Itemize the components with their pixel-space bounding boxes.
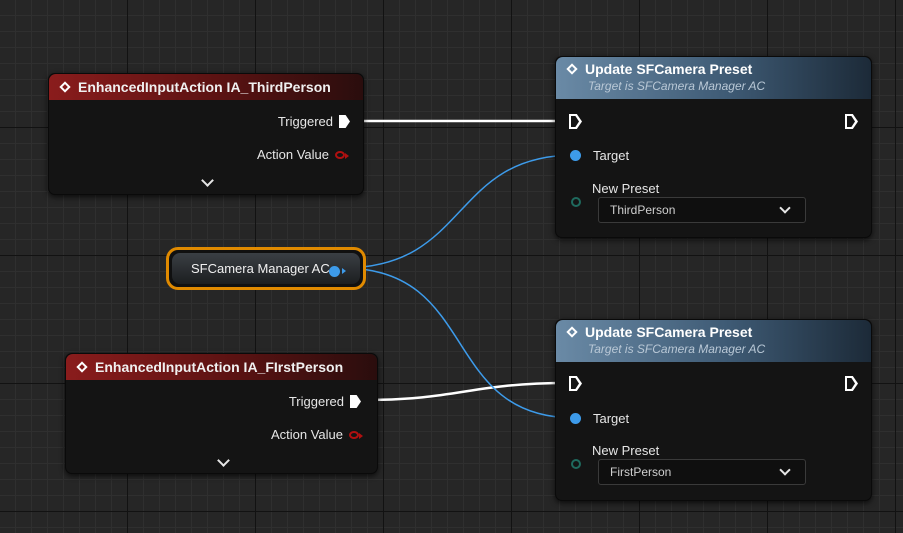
action-value-pin[interactable] xyxy=(335,150,349,159)
function-node-title: Update SFCamera Preset xyxy=(585,324,753,340)
function-node-subtitle: Target is SFCamera Manager AC xyxy=(588,342,766,356)
exec-output-pin[interactable] xyxy=(350,395,361,408)
new-preset-label: New Preset xyxy=(592,181,660,196)
event-node-title: EnhancedInputAction IA_ThirdPerson xyxy=(78,79,331,95)
event-diamond-icon xyxy=(76,361,88,373)
exec-input-pin[interactable] xyxy=(569,376,582,391)
exec-wire-first-person xyxy=(362,381,569,402)
function-node-header[interactable]: Update SFCamera Preset Target is SFCamer… xyxy=(556,320,871,362)
exec-input-pin[interactable] xyxy=(569,114,582,129)
object-output-pin[interactable] xyxy=(329,266,346,277)
chevron-down-icon xyxy=(779,202,791,214)
action-value-pin[interactable] xyxy=(349,430,363,439)
object-wire-target-1 xyxy=(342,154,576,269)
exec-output-pin[interactable] xyxy=(845,376,858,391)
variable-node-sfcamera-manager[interactable]: SFCamera Manager AC xyxy=(166,247,366,290)
triggered-label: Triggered xyxy=(288,394,344,409)
exec-output-pin[interactable] xyxy=(845,114,858,129)
triggered-pin-row[interactable]: Triggered xyxy=(289,394,361,409)
function-diamond-icon xyxy=(566,63,578,75)
chevron-down-icon xyxy=(779,464,791,476)
variable-label: SFCamera Manager AC xyxy=(191,261,330,276)
function-node-subtitle: Target is SFCamera Manager AC xyxy=(588,79,766,93)
event-node-header[interactable]: EnhancedInputAction IA_FIrstPerson xyxy=(66,354,377,380)
action-value-label: Action Value xyxy=(270,427,343,442)
target-pin-row[interactable]: Target xyxy=(570,411,629,426)
event-node-title: EnhancedInputAction IA_FIrstPerson xyxy=(95,359,344,375)
event-node-header[interactable]: EnhancedInputAction IA_ThirdPerson xyxy=(49,74,363,100)
new-preset-dropdown[interactable]: FirstPerson xyxy=(598,459,806,485)
new-preset-dropdown[interactable]: ThirdPerson xyxy=(598,197,806,223)
new-preset-input-pin[interactable] xyxy=(571,197,581,207)
function-node-update-preset-2[interactable]: Update SFCamera Preset Target is SFCamer… xyxy=(555,319,872,501)
triggered-pin-row[interactable]: Triggered xyxy=(278,114,350,129)
event-diamond-icon xyxy=(59,81,71,93)
event-node-first-person[interactable]: EnhancedInputAction IA_FIrstPerson Trigg… xyxy=(65,353,378,474)
exec-output-pin[interactable] xyxy=(339,115,350,128)
function-node-title: Update SFCamera Preset xyxy=(585,61,753,77)
action-value-pin-row[interactable]: Action Value xyxy=(270,427,363,442)
expand-chevron-icon[interactable] xyxy=(217,454,230,467)
new-preset-input-pin[interactable] xyxy=(571,459,581,469)
new-preset-label: New Preset xyxy=(592,443,660,458)
target-input-pin[interactable] xyxy=(570,150,581,161)
new-preset-label-row: New Preset xyxy=(592,443,659,458)
target-label: Target xyxy=(593,148,630,163)
function-node-header[interactable]: Update SFCamera Preset Target is SFCamer… xyxy=(556,57,871,99)
target-pin-row[interactable]: Target xyxy=(570,148,629,163)
function-node-update-preset-1[interactable]: Update SFCamera Preset Target is SFCamer… xyxy=(555,56,872,238)
function-diamond-icon xyxy=(566,326,578,338)
action-value-pin-row[interactable]: Action Value xyxy=(256,147,349,162)
triggered-label: Triggered xyxy=(277,114,333,129)
action-value-label: Action Value xyxy=(256,147,329,162)
event-node-third-person[interactable]: EnhancedInputAction IA_ThirdPerson Trigg… xyxy=(48,73,364,195)
expand-chevron-icon[interactable] xyxy=(201,174,214,187)
preset-value: ThirdPerson xyxy=(610,203,676,217)
new-preset-label-row: New Preset xyxy=(592,181,659,196)
target-label: Target xyxy=(593,411,630,426)
target-input-pin[interactable] xyxy=(570,413,581,424)
preset-value: FirstPerson xyxy=(610,465,672,479)
